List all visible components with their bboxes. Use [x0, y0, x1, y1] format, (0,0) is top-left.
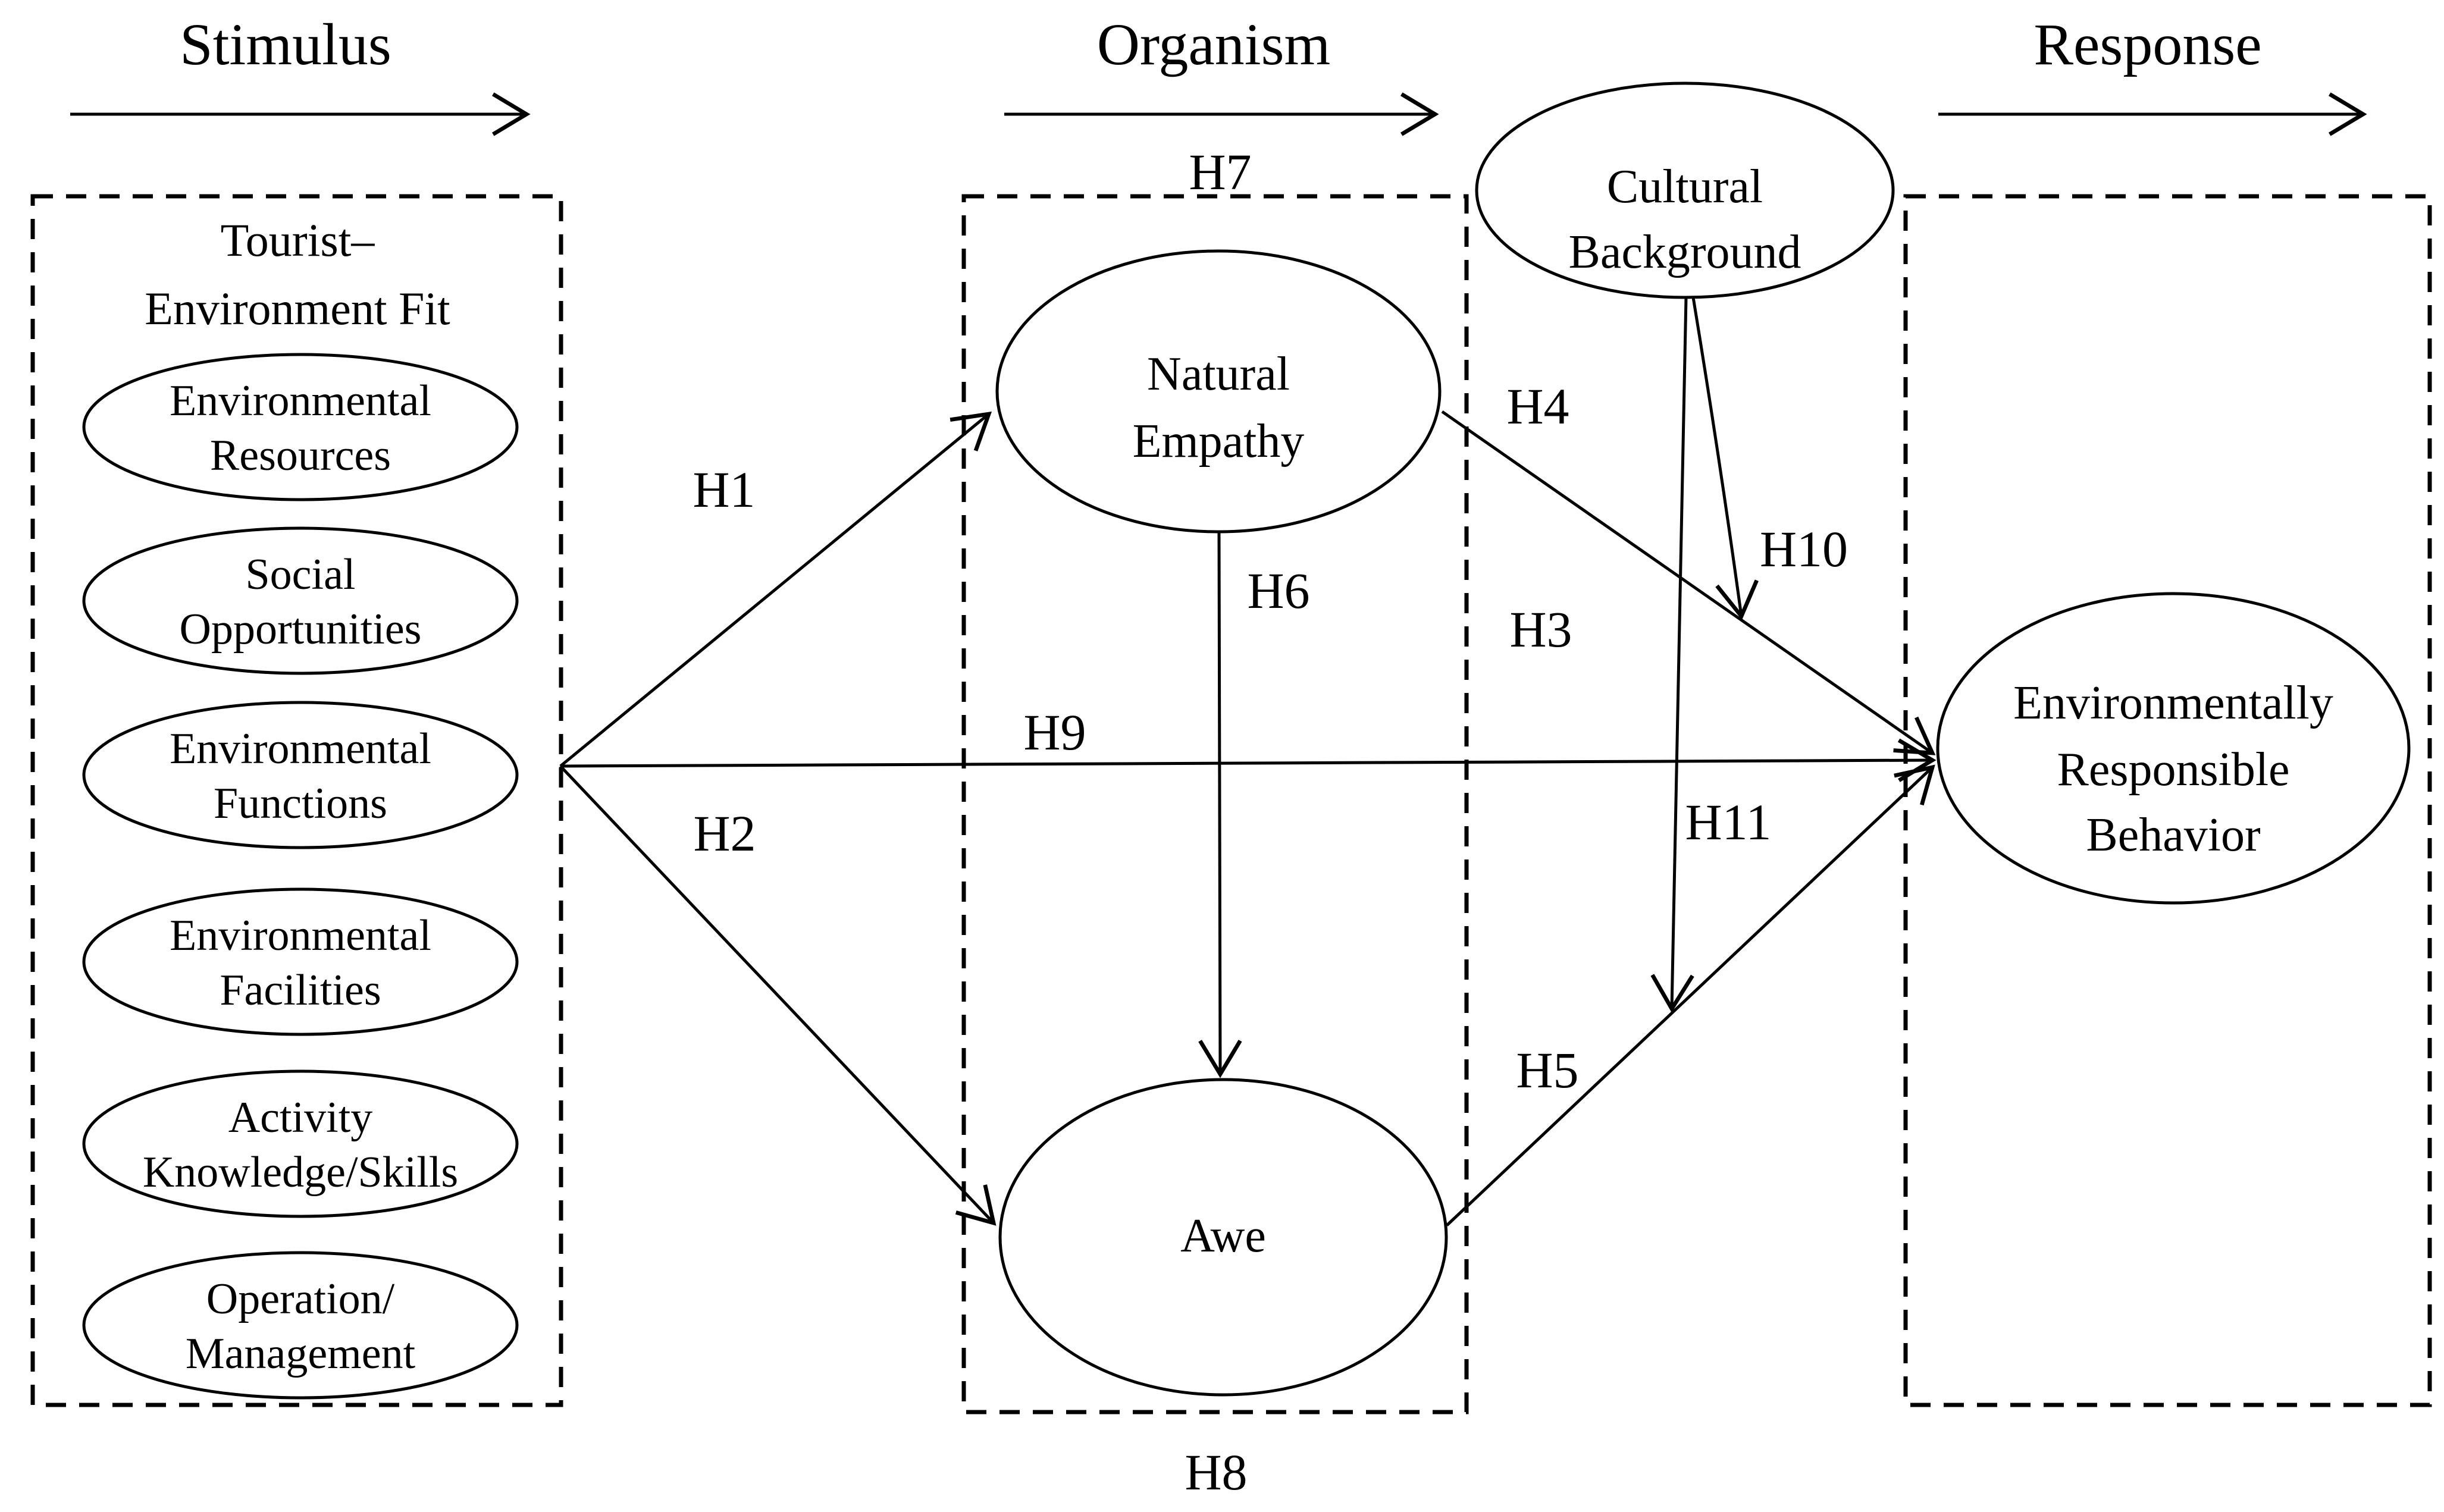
factor-label-line1: Operation/: [206, 1275, 395, 1323]
factor-ellipse: [82, 701, 519, 849]
cultural-background-label-line1: Cultural: [1607, 161, 1763, 213]
factor-ellipse: [82, 526, 519, 675]
erb-label-line2: Responsible: [2057, 744, 2289, 796]
node-environmentally-responsible-behavior: Environmentally Responsible Behavior: [1936, 592, 2411, 905]
factor-label-line2: Facilities: [220, 966, 381, 1015]
erb-label-line3: Behavior: [2086, 809, 2260, 861]
label-h7: H7: [1189, 143, 1251, 200]
label-h6: H6: [1247, 562, 1309, 619]
arrow-h4-natural-empathy-to-erb: [1441, 410, 1936, 755]
cultural-background-ellipse: [1475, 81, 1895, 299]
factor-label-line1: Environmental: [170, 724, 431, 773]
label-h2: H2: [693, 805, 756, 862]
natural-empathy-label-line1: Natural: [1147, 348, 1290, 400]
arrow-h11-cultural-background-moderation: [1650, 297, 1694, 1013]
erb-label-line1: Environmentally: [2013, 677, 2333, 729]
arrow-h9-tef-to-erb: [560, 738, 1937, 782]
natural-empathy-label-line2: Empathy: [1133, 415, 1305, 468]
factor-label-line2: Management: [186, 1329, 416, 1378]
factor-operation-management: Operation/ Management: [82, 1251, 519, 1400]
node-natural-empathy: Natural Empathy: [995, 249, 1442, 534]
label-h3: H3: [1509, 601, 1572, 658]
awe-label: Awe: [1180, 1210, 1266, 1262]
factor-ellipse: [82, 353, 519, 501]
factor-label-line1: Environmental: [170, 911, 431, 960]
label-h4: H4: [1506, 378, 1569, 435]
factor-label-line1: Environmental: [170, 377, 431, 425]
factor-label-line2: Functions: [214, 779, 387, 828]
node-awe: Awe: [998, 1078, 1448, 1397]
factor-activity-knowledge-skills: Activity Knowledge/Skills: [82, 1069, 519, 1218]
stimulus-header: Stimulus: [180, 11, 391, 77]
cultural-background-label-line2: Background: [1568, 226, 1801, 278]
factor-label-line2: Opportunities: [180, 605, 422, 654]
label-h1: H1: [693, 461, 755, 518]
factor-ellipse: [82, 1069, 519, 1218]
factor-ellipse: [82, 887, 519, 1036]
factor-social-opportunities: Social Opportunities: [82, 526, 519, 675]
label-h8: H8: [1185, 1444, 1247, 1501]
label-h10: H10: [1760, 520, 1848, 578]
node-cultural-background: Cultural Background: [1475, 81, 1895, 299]
stimulus-panel-box: [30, 194, 563, 1407]
natural-empathy-ellipse: [995, 249, 1442, 534]
awe-ellipse: [998, 1078, 1448, 1397]
tef-title-line1: Tourist–: [221, 214, 375, 266]
arrow-h10-cultural-background-moderation: [1691, 297, 1759, 620]
factor-environmental-facilities: Environmental Facilities: [82, 887, 519, 1036]
factor-label-line2: Knowledge/Skills: [143, 1148, 458, 1197]
erb-ellipse: [1936, 592, 2411, 905]
arrow-h6-natural-empathy-to-awe: [1198, 532, 1242, 1078]
label-h5: H5: [1516, 1042, 1578, 1099]
label-h11: H11: [1685, 793, 1772, 851]
factor-environmental-functions: Environmental Functions: [82, 701, 519, 849]
factor-label-line2: Resources: [210, 431, 391, 480]
factor-environmental-resources: Environmental Resources: [82, 353, 519, 501]
arrow-h1-tef-to-natural-empathy: [559, 411, 992, 767]
organism-panel-box: [961, 194, 1469, 1414]
factor-label-line1: Activity: [228, 1093, 373, 1142]
tef-title-line2: Environment Fit: [145, 283, 450, 334]
response-header: Response: [2033, 11, 2261, 77]
factor-label-line1: Social: [246, 550, 356, 599]
arrow-h2-tef-to-awe: [559, 765, 997, 1226]
organism-header: Organism: [1097, 11, 1331, 77]
factor-ellipse: [82, 1251, 519, 1400]
label-h9: H9: [1023, 704, 1086, 761]
